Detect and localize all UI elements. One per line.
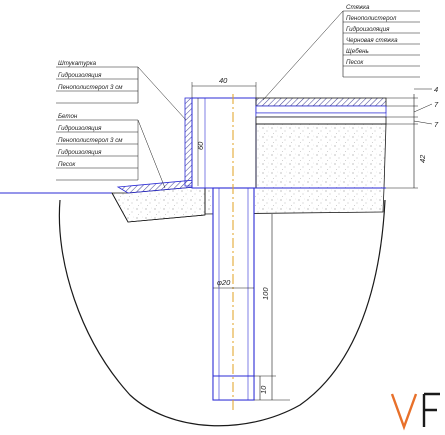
floor-gravel [255,123,387,189]
dim-right-42: 42 [418,154,427,163]
label-eps: Пенополистерол [346,15,397,22]
logo-text: VF [0,0,2,1]
label-waterproofing-top: Гидроизоляция [58,72,102,79]
dim-pile-bottom: 10 [259,385,268,394]
sand-under-blind [111,192,206,223]
wall [191,97,257,189]
label-sand: Песок [346,59,364,66]
dim-r-leader-7a [413,103,433,113]
blind-area [111,186,206,223]
label-sand-bottom: Песок [58,161,76,168]
label-plaster: Штукатурка [58,60,97,67]
label-waterproofing: Гидроизоляция [346,26,390,33]
dim-pile-diameter: φ20 [217,278,231,287]
vf-logo: VF [0,0,440,431]
floor-screed [255,97,387,107]
dim-right-7b: 7 [434,120,439,129]
labels-left-top: Штукатурка Гидроизоляция Пенополистерол … [56,60,187,121]
label-gravel: Щебень [346,48,369,55]
label-screed: Стяжка [346,4,370,11]
dim-right-4: 4 [434,85,438,94]
dim-top-width: 40 [219,76,228,85]
label-waterproofing-b2: Гидроизоляция [58,149,102,156]
label-concrete: Бетон [58,113,78,120]
floor-waterproof [255,112,387,118]
dim-right-7a: 7 [434,100,439,109]
dim-r-leader-7b [413,120,433,125]
excavation-outline [58,199,386,427]
dim-wall-height: 60 [196,141,205,150]
dim-pile-length: 100 [261,287,270,300]
wall-insulation [184,97,193,187]
floor-eps [255,105,387,114]
labels-left-bottom: Бетон Гидроизоляция Пенополистерол 3 см … [56,113,166,189]
label-eps-top: Пенополистерол 3 см [58,84,123,91]
floor-rough-screed [255,116,387,125]
label-rough-screed: Черновая стяжка [346,37,398,44]
labels-right: Стяжка Пенополистерол Гидроизоляция Черн… [262,4,420,101]
label-waterproofing-b1: Гидроизоляция [58,125,102,132]
label-eps-bottom: Пенополистерол 3 см [58,137,123,144]
